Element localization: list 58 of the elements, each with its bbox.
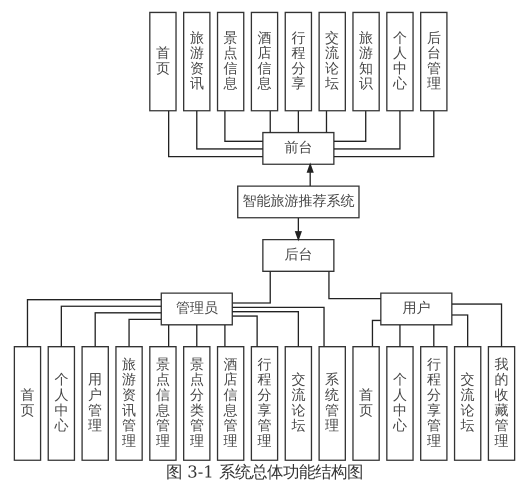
node-box: 首页 [352, 346, 380, 461]
arrow [294, 218, 302, 242]
connector [372, 320, 380, 346]
node-box: 旅游知识 [352, 12, 380, 112]
node-box: 酒店信息 [250, 12, 278, 112]
node-box: 交流论坛 [454, 346, 482, 461]
connector [128, 318, 161, 346]
node-box: 景点信息 [216, 12, 244, 112]
connector [232, 315, 258, 347]
connector [196, 325, 198, 347]
node-box: 个人中心 [386, 12, 414, 112]
connector [94, 312, 162, 347]
connector [168, 325, 170, 347]
node-box: 系统管理 [318, 346, 346, 461]
connector [196, 110, 263, 150]
node-box: 景点分类管理 [183, 346, 211, 461]
connector [452, 314, 468, 346]
connector [60, 306, 162, 347]
node-box: 交流论坛 [284, 346, 312, 461]
node-box: 用户 [380, 292, 452, 326]
connector [224, 111, 262, 142]
node-box: 行程分享 [284, 12, 312, 112]
node-box: 个人中心 [386, 346, 414, 461]
node-box: 酒店信息管理 [216, 346, 244, 461]
connector [232, 272, 271, 304]
node-box: 智能旅游推荐系统 [237, 185, 360, 218]
node-box: 我的收藏管理 [488, 346, 516, 461]
connector [298, 111, 300, 133]
node-box: 管理员 [160, 292, 233, 326]
connector [399, 325, 401, 347]
connector [26, 299, 161, 346]
connector [326, 111, 328, 133]
node-box: 前台 [262, 132, 335, 165]
node-box: 后台 [262, 238, 335, 272]
node-box: 用户管理 [81, 346, 109, 461]
connector [328, 272, 381, 300]
connector [334, 110, 401, 150]
node-box: 个人中心 [48, 346, 76, 461]
connector [232, 311, 300, 346]
node-box: 后台管理 [420, 12, 448, 112]
node-box: 旅游资讯 [183, 12, 211, 112]
node-box: 交流论坛 [318, 12, 346, 112]
connector [433, 325, 434, 347]
connector [334, 111, 366, 142]
connector [334, 110, 434, 158]
caption: 图 3-1 系统总体功能结构图 [166, 462, 363, 482]
node-box: 景点信息管理 [149, 346, 177, 461]
connector [232, 306, 325, 346]
connector [452, 303, 502, 347]
node-box: 首页 [14, 346, 42, 461]
node-box: 首页 [149, 12, 177, 112]
node-box: 行程分享管理 [250, 346, 278, 461]
connector [168, 110, 263, 158]
node-box: 旅游资讯管理 [115, 346, 143, 461]
connector [224, 325, 226, 347]
arrow [306, 162, 314, 186]
connector [270, 111, 271, 133]
node-box: 行程分享管理 [420, 346, 448, 461]
